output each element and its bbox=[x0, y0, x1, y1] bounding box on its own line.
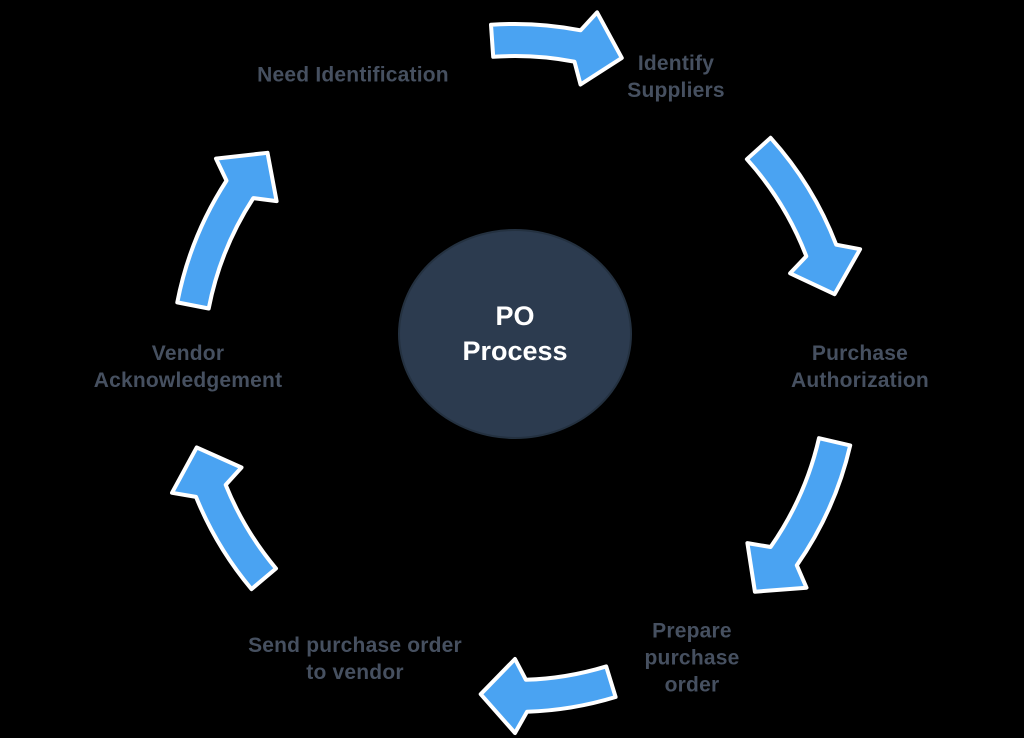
arrow-need-identification-to-identify-suppliers bbox=[489, 10, 624, 87]
step-label-vendor-acknowledgement: Vendor Acknowledgement bbox=[93, 342, 283, 392]
arrow-prepare-purchase-order-to-send-purchase-order bbox=[478, 657, 618, 735]
step-label-purchase-authorization: Purchase Authorization bbox=[791, 342, 929, 392]
arrow-identify-suppliers-to-purchase-authorization bbox=[744, 135, 863, 297]
step-label-need-identification: Need Identification bbox=[257, 63, 449, 87]
arrow-purchase-authorization-to-prepare-purchase-order bbox=[745, 436, 853, 594]
step-label-send-purchase-order-to-vendor: Send purchase order to vendor bbox=[248, 634, 462, 684]
arrow-vendor-acknowledgement-to-need-identification bbox=[175, 150, 279, 311]
step-label-identify-suppliers: Identify Suppliers bbox=[627, 52, 725, 102]
center-circle: PO Process bbox=[398, 229, 632, 439]
step-label-prepare-purchase-order: Prepare purchase order bbox=[644, 619, 740, 697]
arrow-send-purchase-order-to-vendor-acknowledgement bbox=[170, 445, 278, 592]
